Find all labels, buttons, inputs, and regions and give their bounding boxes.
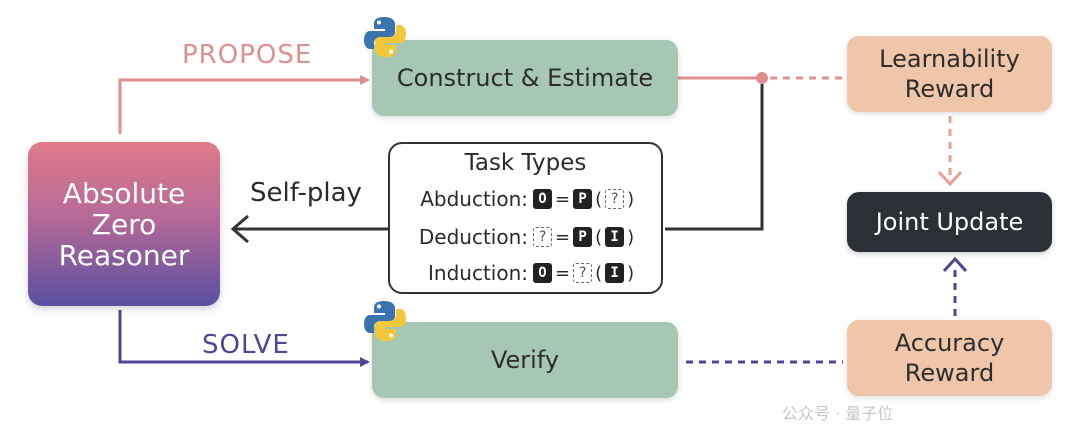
solve-label: SOLVE <box>202 330 290 360</box>
absolute-zero-reasoner-node: Absolute Zero Reasoner <box>28 142 220 306</box>
output-symbol: O <box>533 189 552 209</box>
learnability-label: Learnability Reward <box>879 45 1020 103</box>
junction-dot <box>756 72 768 84</box>
joint-update-node: Joint Update <box>847 192 1052 252</box>
input-symbol: I <box>605 227 625 247</box>
watermark: 公众号 · 量子位 <box>782 404 894 423</box>
program-symbol: P <box>573 227 593 247</box>
accuracy-reward-node: Accuracy Reward <box>847 320 1052 396</box>
close-paren: ) <box>627 226 635 248</box>
joint-update-label: Joint Update <box>875 208 1024 236</box>
learnability-arrowhead <box>937 170 963 187</box>
solve-arrow <box>118 310 370 367</box>
azr-label: Absolute Zero Reasoner <box>58 176 190 272</box>
self-play-label: Self-play <box>250 178 362 208</box>
equals-sign: = <box>555 262 571 284</box>
construct-estimate-node: Construct & Estimate <box>372 40 678 116</box>
propose-arrow <box>118 75 370 134</box>
construct-label: Construct & Estimate <box>396 64 654 92</box>
program-symbol: P <box>573 189 593 209</box>
propose-label: PROPOSE <box>182 40 313 70</box>
close-paren: ) <box>627 188 635 210</box>
task-row-induction: Induction: O = ? ( I ) <box>390 258 665 288</box>
task-name: Deduction: <box>418 225 528 249</box>
task-row-abduction: Abduction: O = P ( ? ) <box>390 184 665 214</box>
selfplay-loop <box>665 84 764 231</box>
task-name: Abduction: <box>420 187 528 211</box>
accuracy-label: Accuracy Reward <box>894 329 1005 387</box>
output-symbol: O <box>533 263 552 283</box>
verify-label: Verify <box>490 346 560 374</box>
unknown-symbol: ? <box>533 227 552 247</box>
unknown-symbol: ? <box>605 189 625 209</box>
task-row-deduction: Deduction: ? = P ( I ) <box>390 222 665 252</box>
task-types-box: Task Types Abduction: O = P ( ? ) Deduct… <box>388 142 663 294</box>
close-paren: ) <box>627 262 635 284</box>
open-paren: ( <box>595 262 603 284</box>
python-icon <box>364 17 406 57</box>
python-icon <box>364 301 406 341</box>
task-name: Induction: <box>428 261 528 285</box>
task-types-title: Task Types <box>464 150 587 176</box>
selfplay-arrowhead <box>230 214 249 244</box>
learnability-reward-node: Learnability Reward <box>847 36 1052 112</box>
unknown-symbol: ? <box>573 263 593 283</box>
input-symbol: I <box>605 263 625 283</box>
equals-sign: = <box>555 188 571 210</box>
accuracy-arrowhead <box>942 256 968 273</box>
open-paren: ( <box>595 226 603 248</box>
verify-node: Verify <box>372 322 678 398</box>
open-paren: ( <box>595 188 603 210</box>
equals-sign: = <box>555 226 571 248</box>
